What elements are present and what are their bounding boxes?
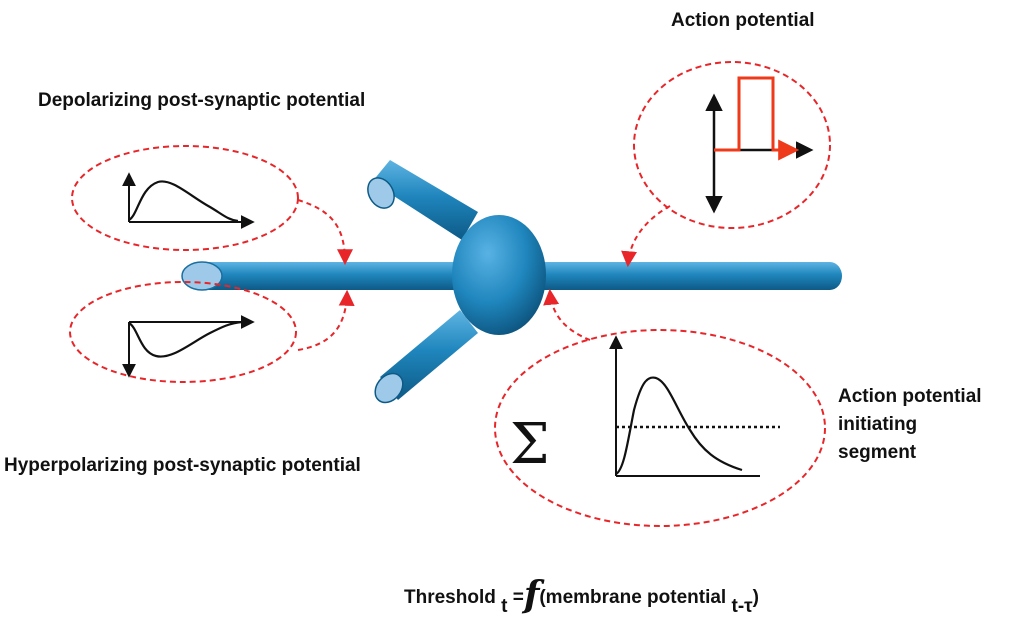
upper-dendrite: [367, 160, 478, 240]
depolarizing-label: Depolarizing post-synaptic potential: [38, 90, 366, 111]
hyper-connector: [297, 289, 355, 351]
hyperpolarizing-psp-bubble: [69, 281, 297, 383]
formula-lhs-subscript: t: [501, 596, 508, 617]
depolarizing-psp-bubble: [71, 145, 299, 251]
summation-symbol: Σ: [510, 412, 550, 477]
initiating-segment-label-line-3: segment: [838, 442, 917, 463]
action-potential-label: Action potential: [671, 10, 815, 31]
threshold-formula: Threshold t =f(membrane potential t-τ): [404, 570, 759, 617]
connector-arrows: [297, 199, 671, 351]
lower-dendrite: [374, 310, 478, 404]
hyperpolarizing-label: Hyperpolarizing post-synaptic potential: [4, 455, 361, 476]
action-potential-bubble: [633, 61, 831, 229]
initiating-segment-label-line-2: initiating: [838, 414, 918, 435]
formula-argument-subscript: t-τ: [731, 596, 753, 617]
left-dendrite: [181, 261, 480, 291]
depol-connector: [297, 199, 353, 266]
formula-close: ): [752, 587, 759, 608]
formula-argument: (membrane potential: [539, 587, 727, 608]
action-potential-connector: [621, 205, 671, 268]
formula-function: f: [523, 574, 540, 616]
soma: [452, 215, 546, 335]
initiating-segment-bubble: [494, 329, 826, 527]
initiating-segment-label-line-1: Action potential: [838, 386, 982, 407]
initiating-connector: [543, 288, 591, 341]
formula-lhs: Threshold: [404, 587, 496, 608]
formula-equals: =: [512, 587, 524, 608]
axon: [530, 262, 842, 290]
initiating-segment-label: Action potential initiating segment: [838, 383, 1018, 467]
